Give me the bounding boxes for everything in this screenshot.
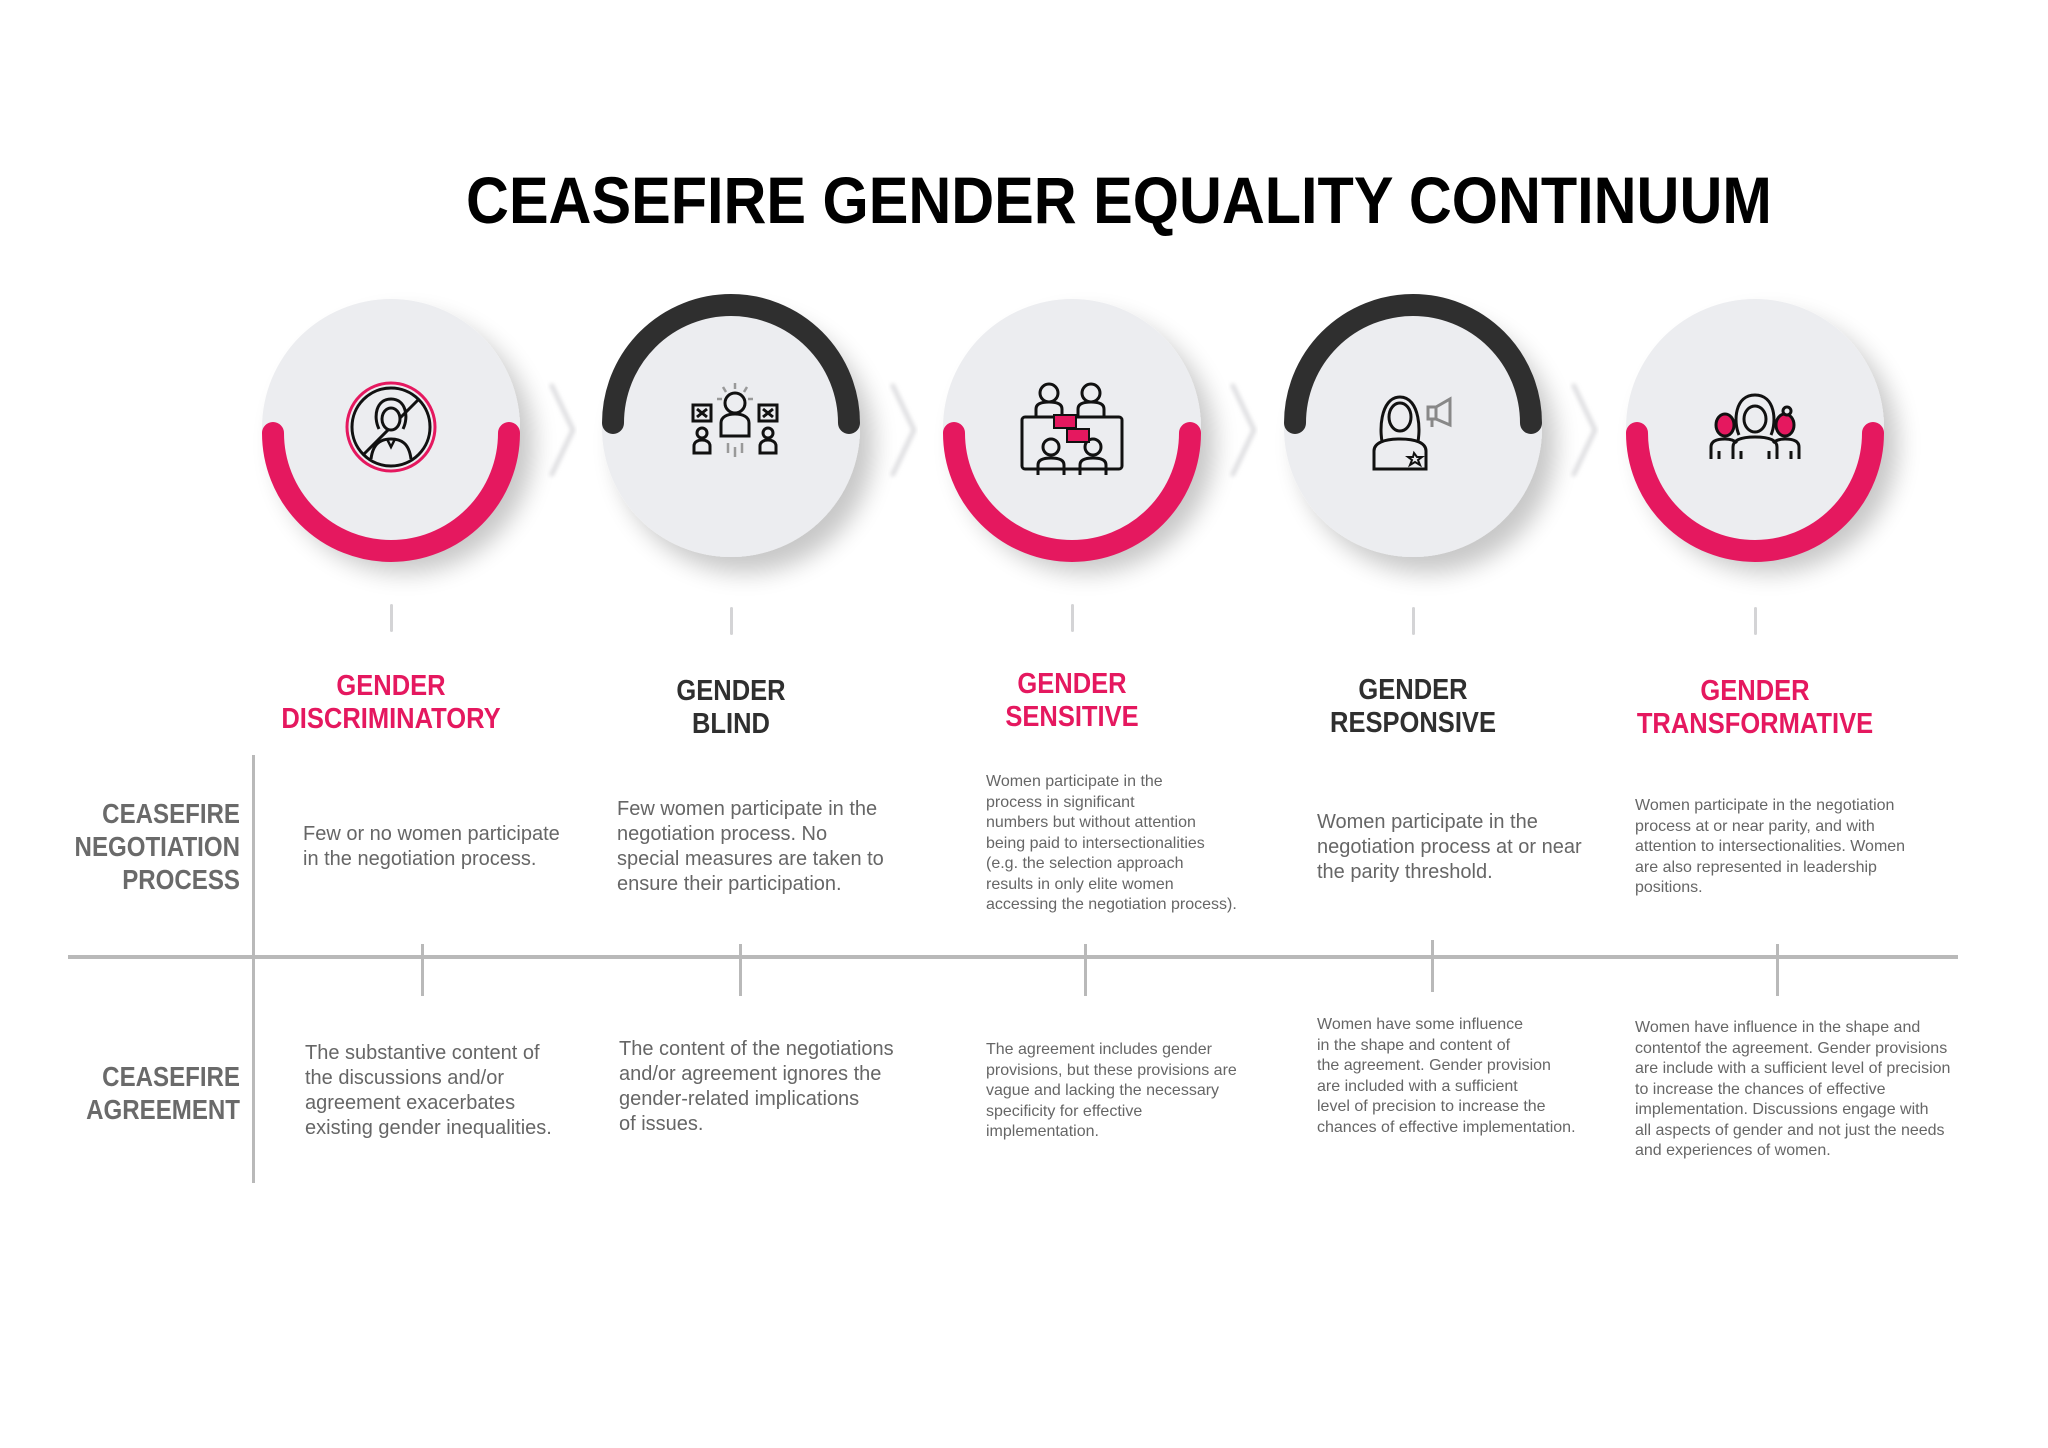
axis-tick — [739, 944, 742, 996]
connector-line — [1754, 607, 1757, 635]
stage-title-line2: TRANSFORMATIVE — [1636, 708, 1874, 740]
row-label-line: CEASEFIRE — [102, 1061, 240, 1092]
agreement-desc-transformative: Women have influence in the shape and co… — [1635, 1019, 1951, 1159]
stage-title-line2: RESPONSIVE — [1330, 707, 1496, 739]
row-label-line: NEGOTIATION — [74, 831, 240, 862]
woman-megaphone-icon — [1372, 395, 1452, 471]
agreement-desc-responsive: Women have some influence in the shape a… — [1317, 1016, 1576, 1136]
chevron-right-icon — [1571, 383, 1598, 477]
agreement-desc-sensitive: The agreement includes gender provisions… — [986, 1041, 1237, 1140]
connector-line — [730, 607, 733, 635]
axis-tick — [1776, 944, 1779, 996]
meeting-table-icon — [1020, 382, 1124, 475]
stage-circle-blind — [602, 294, 860, 557]
axis-tick — [1084, 944, 1087, 996]
row-label-line: CEASEFIRE — [102, 798, 240, 829]
row-label-line: AGREEMENT — [86, 1094, 240, 1125]
stage-title-line2: BLIND — [692, 708, 770, 740]
stage-title-line1: GENDER — [676, 675, 786, 707]
stage-title-blind: GENDER BLIND — [566, 675, 896, 741]
stage-title-line2: DISCRIMINATORY — [281, 703, 501, 735]
row-label-negotiation: CEASEFIRE NEGOTIATION PROCESS — [10, 797, 240, 896]
stage-circle-responsive — [1284, 294, 1542, 557]
stage-circle-transformative — [1626, 299, 1884, 562]
ignored-people-icon — [691, 383, 779, 457]
agreement-desc-blind: The content of the negotiations and/or a… — [619, 1038, 894, 1135]
row-label-agreement: CEASEFIRE AGREEMENT — [10, 1060, 240, 1126]
negotiation-desc-transformative: Women participate in the negotiation pro… — [1635, 797, 1906, 896]
stage-title-line1: GENDER — [1017, 668, 1127, 700]
connector-line — [1412, 607, 1415, 635]
chevron-right-icon — [890, 383, 917, 477]
connector-line — [390, 604, 393, 632]
stage-title-line2: SENSITIVE — [1005, 701, 1139, 733]
chevron-right-icon — [1230, 383, 1257, 477]
negotiation-desc-discriminatory: Few or no women participate in the negot… — [303, 823, 560, 870]
connector-line — [1071, 604, 1074, 632]
stage-title-responsive: GENDER RESPONSIVE — [1248, 674, 1578, 740]
stage-title-sensitive: GENDER SENSITIVE — [907, 668, 1237, 734]
negotiation-desc-blind: Few women participate in the negotiation… — [617, 798, 884, 895]
chevron-right-icon — [549, 383, 576, 477]
stage-title-transformative: GENDER TRANSFORMATIVE — [1590, 675, 1920, 741]
negotiation-desc-sensitive: Women participate in the process in sign… — [986, 773, 1237, 913]
page-title: CEASEFIRE GENDER EQUALITY CONTINUUM — [0, 160, 2048, 240]
row-label-line: PROCESS — [122, 864, 240, 895]
stage-title-line1: GENDER — [1358, 674, 1468, 706]
women-group-icon — [1709, 393, 1801, 459]
no-woman-icon — [345, 381, 437, 473]
page-title-text: CEASEFIRE GENDER EQUALITY CONTINUUM — [465, 163, 1772, 237]
agreement-desc-discriminatory: The substantive content of the discussio… — [305, 1042, 552, 1139]
axis-tick — [421, 944, 424, 996]
axis-tick — [1431, 940, 1434, 992]
stage-title-discriminatory: GENDER DISCRIMINATORY — [226, 670, 556, 736]
stage-circle-discriminatory — [262, 299, 520, 562]
horizontal-axis — [68, 955, 1958, 959]
stage-title-line1: GENDER — [1700, 675, 1810, 707]
negotiation-desc-responsive: Women participate in the negotiation pro… — [1317, 811, 1582, 883]
vertical-axis — [252, 755, 255, 1183]
stage-title-line1: GENDER — [336, 670, 446, 702]
stage-circle-sensitive — [943, 299, 1201, 562]
